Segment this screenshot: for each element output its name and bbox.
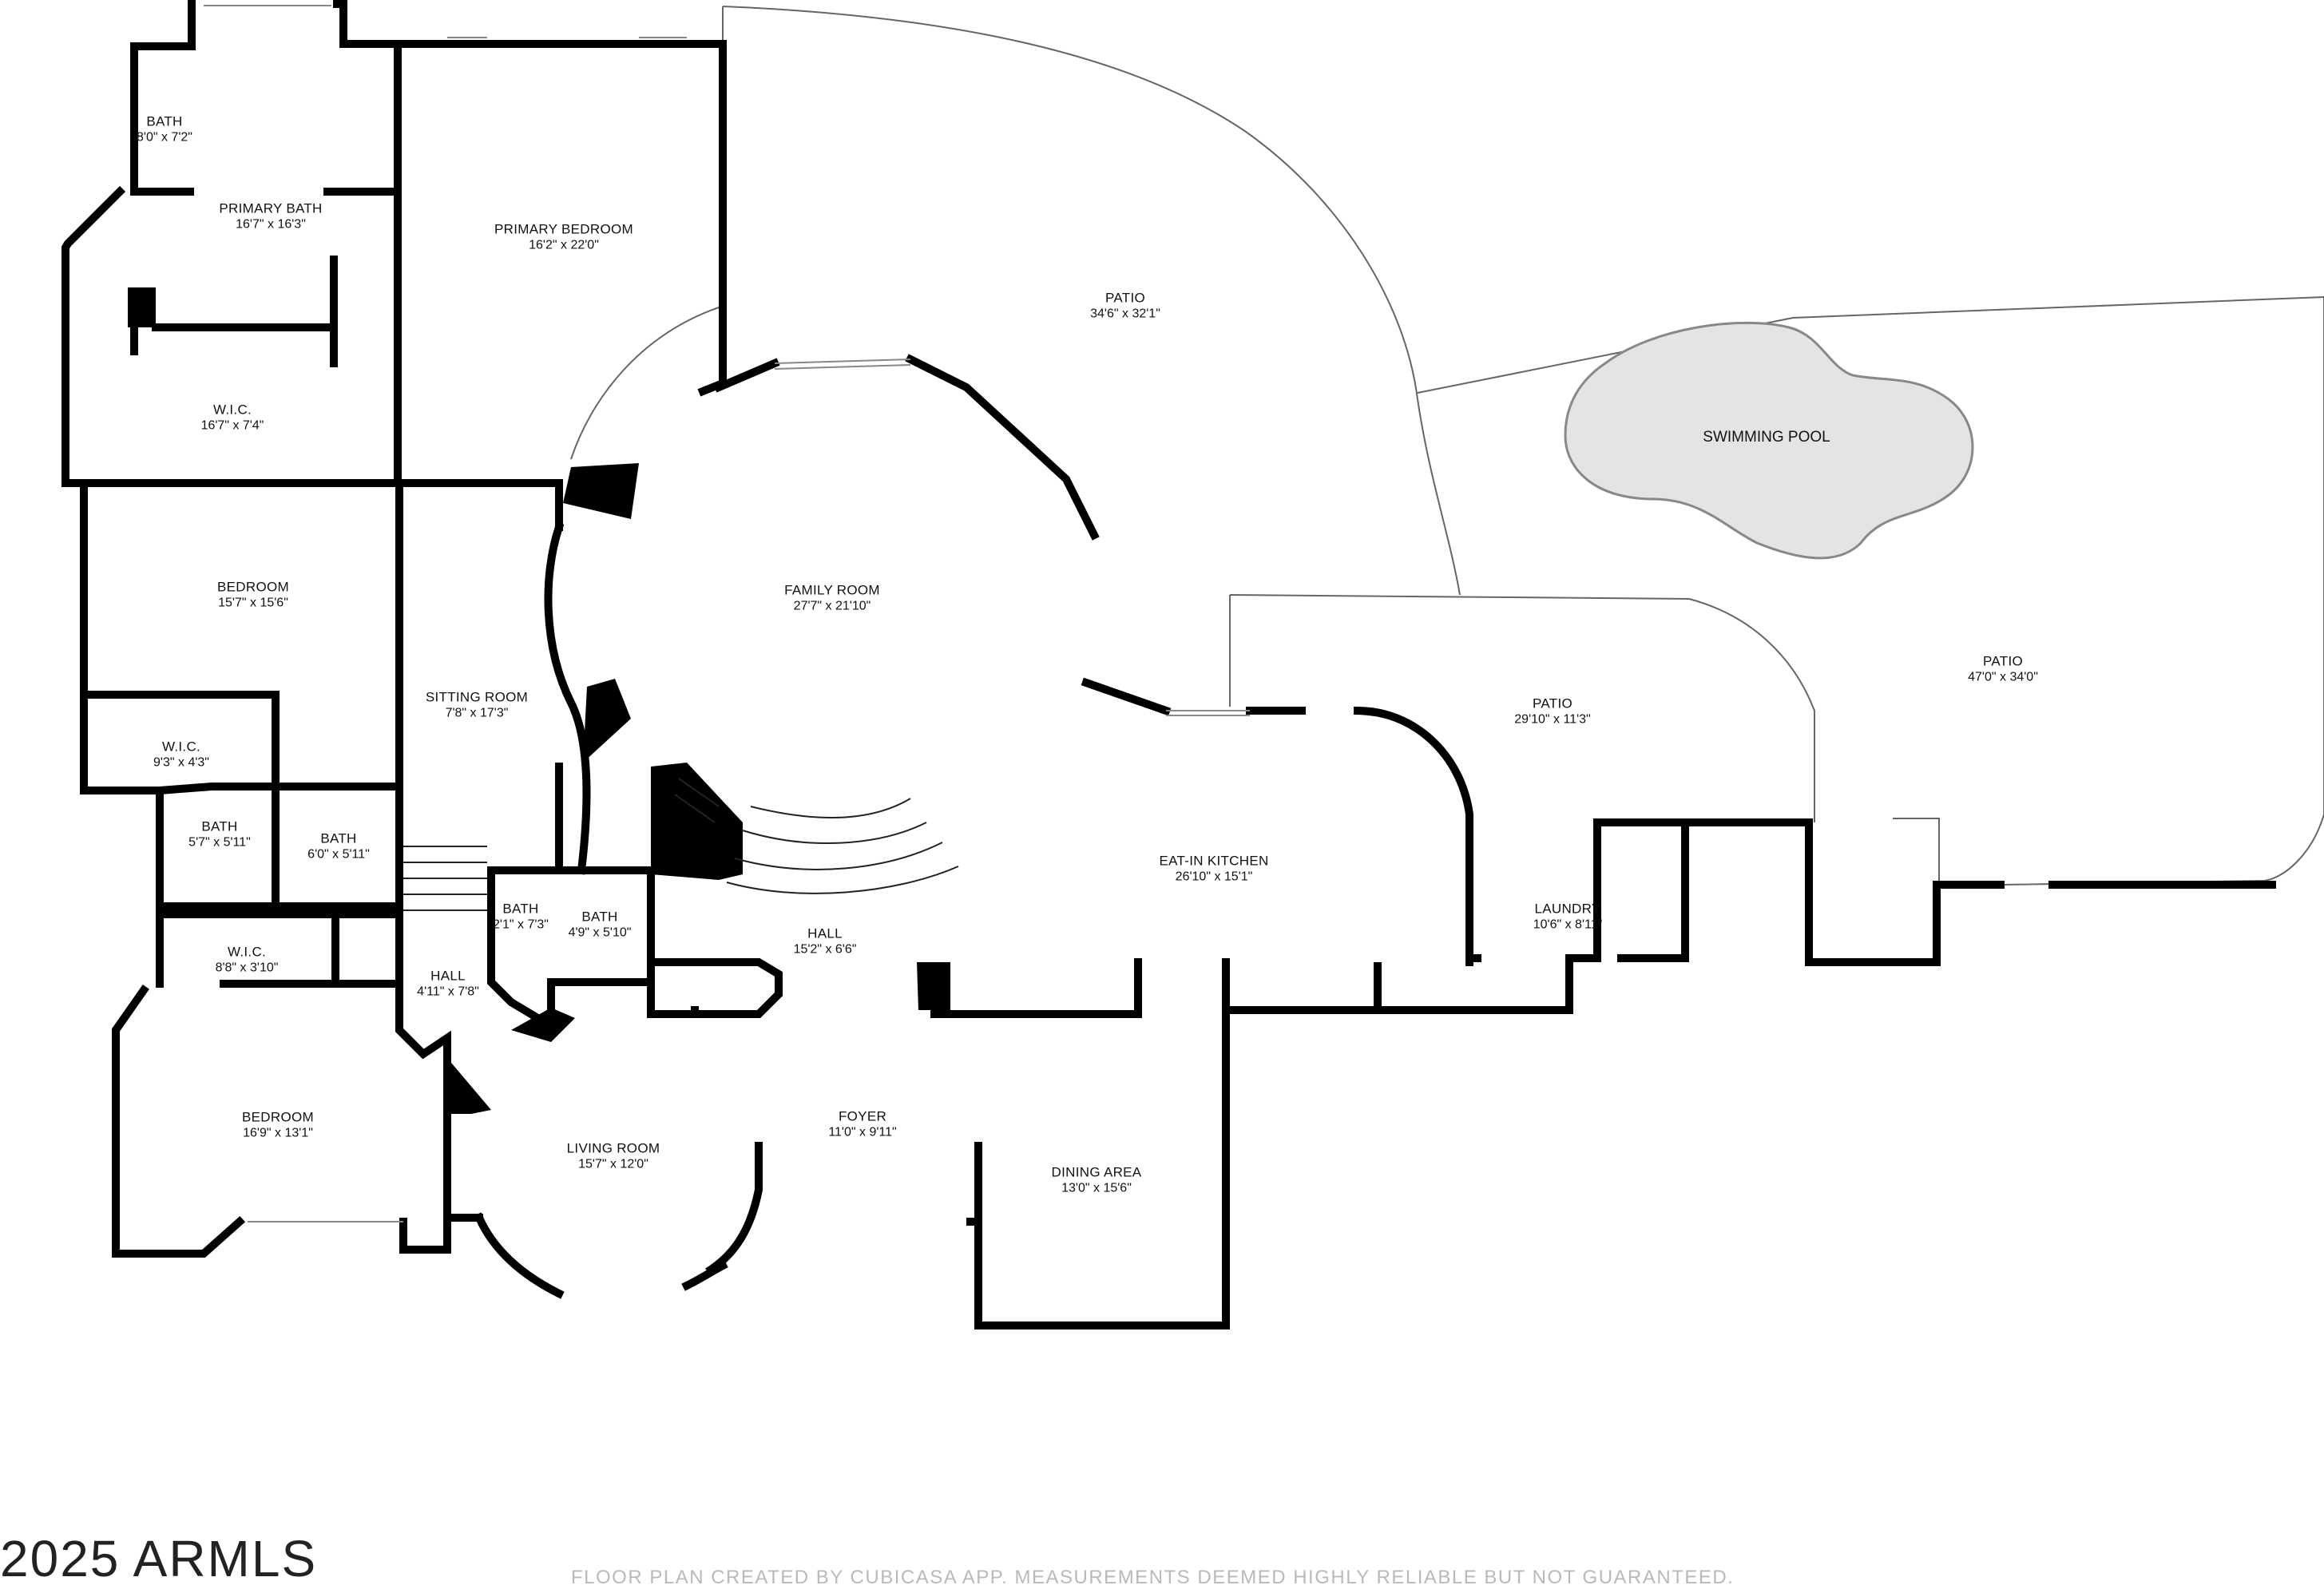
room-dims: 16'2" x 22'0": [529, 238, 599, 252]
walls: [61, 0, 2276, 1329]
room-dims: 5'7" x 5'11": [188, 835, 251, 850]
room-dims: 4'9" x 5'10": [568, 925, 632, 940]
room-dims: 9'3" x 4'3": [153, 755, 209, 770]
room-name: EAT-IN KITCHEN: [1159, 853, 1269, 869]
room-name: W.I.C.: [161, 739, 201, 755]
room-wic-c: W.I.C.8'8" x 3'10": [216, 943, 279, 976]
room-name: FOYER: [838, 1108, 887, 1124]
room-name: DINING AREA: [1051, 1164, 1142, 1180]
room-dims: 8'8" x 3'10": [215, 961, 279, 975]
room-wic-a: W.I.C.16'7" x 7'4": [201, 401, 264, 434]
room-name: PATIO: [1105, 290, 1145, 306]
room-dims: 13'0" x 15'6": [1061, 1181, 1132, 1195]
stair: [403, 778, 959, 911]
footer-disclaimer: FLOOR PLAN CREATED BY CUBICASA APP. MEAS…: [571, 1567, 1735, 1588]
room-dims: 34'6" x 32'1": [1090, 307, 1160, 321]
room-dims: 7'8" x 17'3": [445, 706, 509, 720]
room-dims: 15'7" x 12'0": [578, 1157, 648, 1171]
room-name: PRIMARY BEDROOM: [494, 221, 633, 237]
room-name: W.I.C.: [227, 944, 267, 960]
room-dims: 6'0" x 5'11": [307, 847, 370, 862]
room-name: BEDROOM: [217, 579, 289, 595]
room-name: W.I.C.: [212, 402, 252, 418]
room-name: SITTING ROOM: [425, 689, 529, 705]
patio-outlines: [570, 6, 2324, 886]
room-dims: 15'7" x 15'6": [218, 596, 288, 610]
watermark: 2025 ARMLS: [0, 1530, 318, 1587]
room-name: PRIMARY BATH: [219, 200, 323, 216]
room-wic-b: W.I.C.9'3" x 4'3": [153, 738, 209, 771]
room-name: BATH: [201, 818, 238, 834]
room-name: HALL: [430, 968, 466, 984]
wall-fills: [128, 287, 950, 1114]
room-dims: 10'6" x 8'11": [1533, 917, 1603, 932]
room-dims: 26'10" x 15'1": [1175, 870, 1253, 884]
room-dims: 47'0" x 34'0": [1968, 670, 2038, 684]
room-name: LAUNDRY: [1534, 901, 1601, 917]
room-dims: 27'7" x 21'10": [793, 599, 871, 613]
room-name: BEDROOM: [242, 1109, 314, 1125]
room-name: LIVING ROOM: [566, 1140, 660, 1156]
room-dims: 2'1" x 7'3": [493, 917, 549, 932]
pool-label: SWIMMING POOL: [1703, 429, 1830, 446]
room-name: HALL: [807, 925, 843, 941]
room-dims: 16'7" x 16'3": [236, 217, 306, 232]
room-dims: 11'0" x 9'11": [828, 1125, 897, 1139]
room-dims: 4'11" x 7'8": [417, 985, 479, 999]
room-name: BATH: [146, 113, 183, 129]
room-name: BATH: [581, 909, 618, 925]
room-name: BATH: [502, 901, 539, 917]
room-dims: 15'2" x 6'6": [793, 942, 857, 957]
swimming-pool: [1564, 321, 1974, 560]
room-dims: 16'9" x 13'1": [243, 1126, 313, 1140]
room-dims: 16'7" x 7'4": [200, 418, 264, 433]
room-dims: 8'0" x 7'2": [137, 130, 192, 145]
windows: [204, 5, 1250, 1222]
room-name: BATH: [320, 830, 357, 846]
room-dims: 29'10" x 11'3": [1514, 712, 1591, 727]
room-name: PATIO: [1533, 695, 1572, 711]
room-name: FAMILY ROOM: [784, 582, 880, 598]
room-name: PATIO: [1983, 653, 2023, 669]
